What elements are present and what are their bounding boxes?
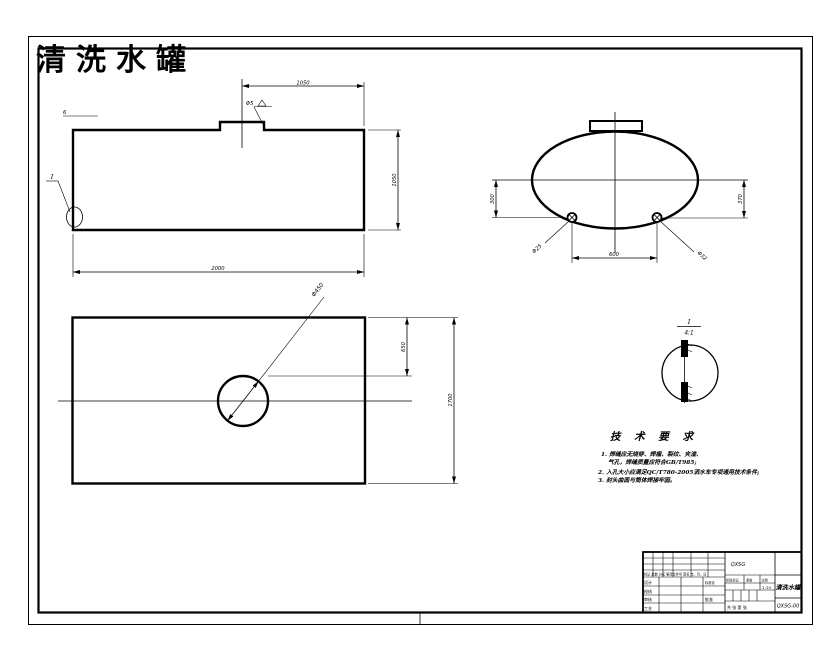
tech-line: 3. 封头曲面与筒体焊接牢固。: [598, 476, 676, 484]
dim-label: 370: [738, 193, 744, 204]
weld-seam-mark: [681, 382, 688, 402]
signature-grid: [643, 577, 725, 612]
end-dim-right: 370: [661, 180, 748, 219]
detail-outline: [661, 344, 719, 402]
row-audit-label: 审核: [644, 596, 652, 602]
top-dim-hole-offset: 650: [268, 317, 458, 377]
side-weld-leader: Φ5: [246, 99, 272, 129]
end-view: 300 Φ25 Φ32 370 600: [490, 112, 748, 263]
weld-hatching: [687, 343, 693, 402]
top-view-outline: [71, 316, 367, 485]
weld-note-label: Φ5: [246, 101, 254, 107]
scale-label: 比例: [762, 578, 768, 583]
detail-label: I: [687, 318, 691, 326]
side-corner-note: 6: [63, 110, 98, 117]
side-detail-marker: I: [46, 173, 83, 228]
detail-ref-label: I: [50, 173, 54, 181]
note-label: 6: [63, 110, 67, 116]
material-code: QXSG: [731, 562, 746, 568]
dim-label: 1050: [296, 81, 310, 87]
side-view-outline: [71, 120, 366, 232]
port-label: Φ25: [531, 243, 543, 255]
port-label: Φ32: [696, 250, 708, 262]
dim-label: 2000: [211, 266, 225, 272]
middle-grid: [725, 574, 775, 602]
sheets-label: 共 张 第 张: [727, 604, 747, 610]
tech-line: 1. 焊缝应无烧穿、焊瘤、裂纹、夹渣、: [601, 450, 702, 458]
side-view: 1050 1050 2000 6 Φ5 I: [46, 79, 401, 277]
col-approve-label: 批准: [705, 596, 713, 602]
tech-requirements: 技 术 要 求 1. 焊缝应无烧穿、焊瘤、裂纹、夹渣、 气孔，焊缝质量应符合GB…: [597, 430, 759, 484]
sheet-border: [28, 36, 813, 625]
dim-label: 300: [490, 193, 496, 204]
side-dim-length: 2000: [72, 234, 365, 277]
hole-label: Φ450: [311, 282, 326, 298]
row-design-label: 设计: [644, 579, 652, 585]
title-block: 标记 处数 分区 更改文件号 签名 年、月、日 设计 校核 审核 工艺 标准化 …: [642, 551, 803, 614]
end-dim-ports: 600: [571, 222, 658, 263]
side-dim-top: 1050: [242, 81, 365, 126]
detail-circle-icon: [66, 206, 83, 228]
dim-label: 1050: [392, 173, 398, 187]
name-grid: [775, 574, 802, 599]
drawing-number: QXSG-00: [777, 604, 800, 610]
dim-label: 600: [609, 252, 620, 258]
side-dim-height: 1050: [368, 129, 401, 231]
tech-line: 气孔，焊缝质量应符合GB/T985;: [608, 458, 697, 466]
end-dim-left: 300: [490, 180, 564, 218]
tech-requirements-title: 技 术 要 求: [610, 430, 698, 443]
stage-label: 阶段标记: [726, 578, 740, 583]
top-view: Φ450 650 1700: [58, 282, 458, 485]
weld-symbol-icon: [257, 99, 267, 107]
dim-label: 650: [401, 341, 407, 352]
scale-value: 1:10: [762, 585, 771, 590]
top-dim-width: 1700: [368, 317, 458, 484]
revision-grid: [643, 552, 725, 578]
weld-seam-mark: [681, 340, 688, 357]
part-name: 清洗水罐: [776, 584, 803, 592]
tech-line: 2. 入孔大小应满足QC/T780-2005洒水车专项通用技术条件;: [597, 468, 759, 476]
detail-scale: 4:1: [684, 331, 693, 337]
page-title: 清洗水罐: [36, 43, 196, 78]
revision-header: 标记 处数 分区 更改文件号 签名 年、月、日: [644, 572, 706, 577]
top-hole-diameter: Φ450: [227, 282, 326, 421]
hatch-neck: [589, 120, 643, 132]
col-standard-label: 标准化: [705, 580, 715, 585]
detail-view: I 4:1: [661, 318, 719, 403]
end-port-left: Φ25: [531, 212, 578, 255]
row-process-label: 工艺: [644, 606, 652, 611]
weight-label: 重量: [746, 578, 753, 583]
end-port-right: Φ32: [651, 212, 708, 262]
dim-label: 1700: [448, 393, 454, 407]
row-check-label: 校核: [644, 588, 652, 594]
